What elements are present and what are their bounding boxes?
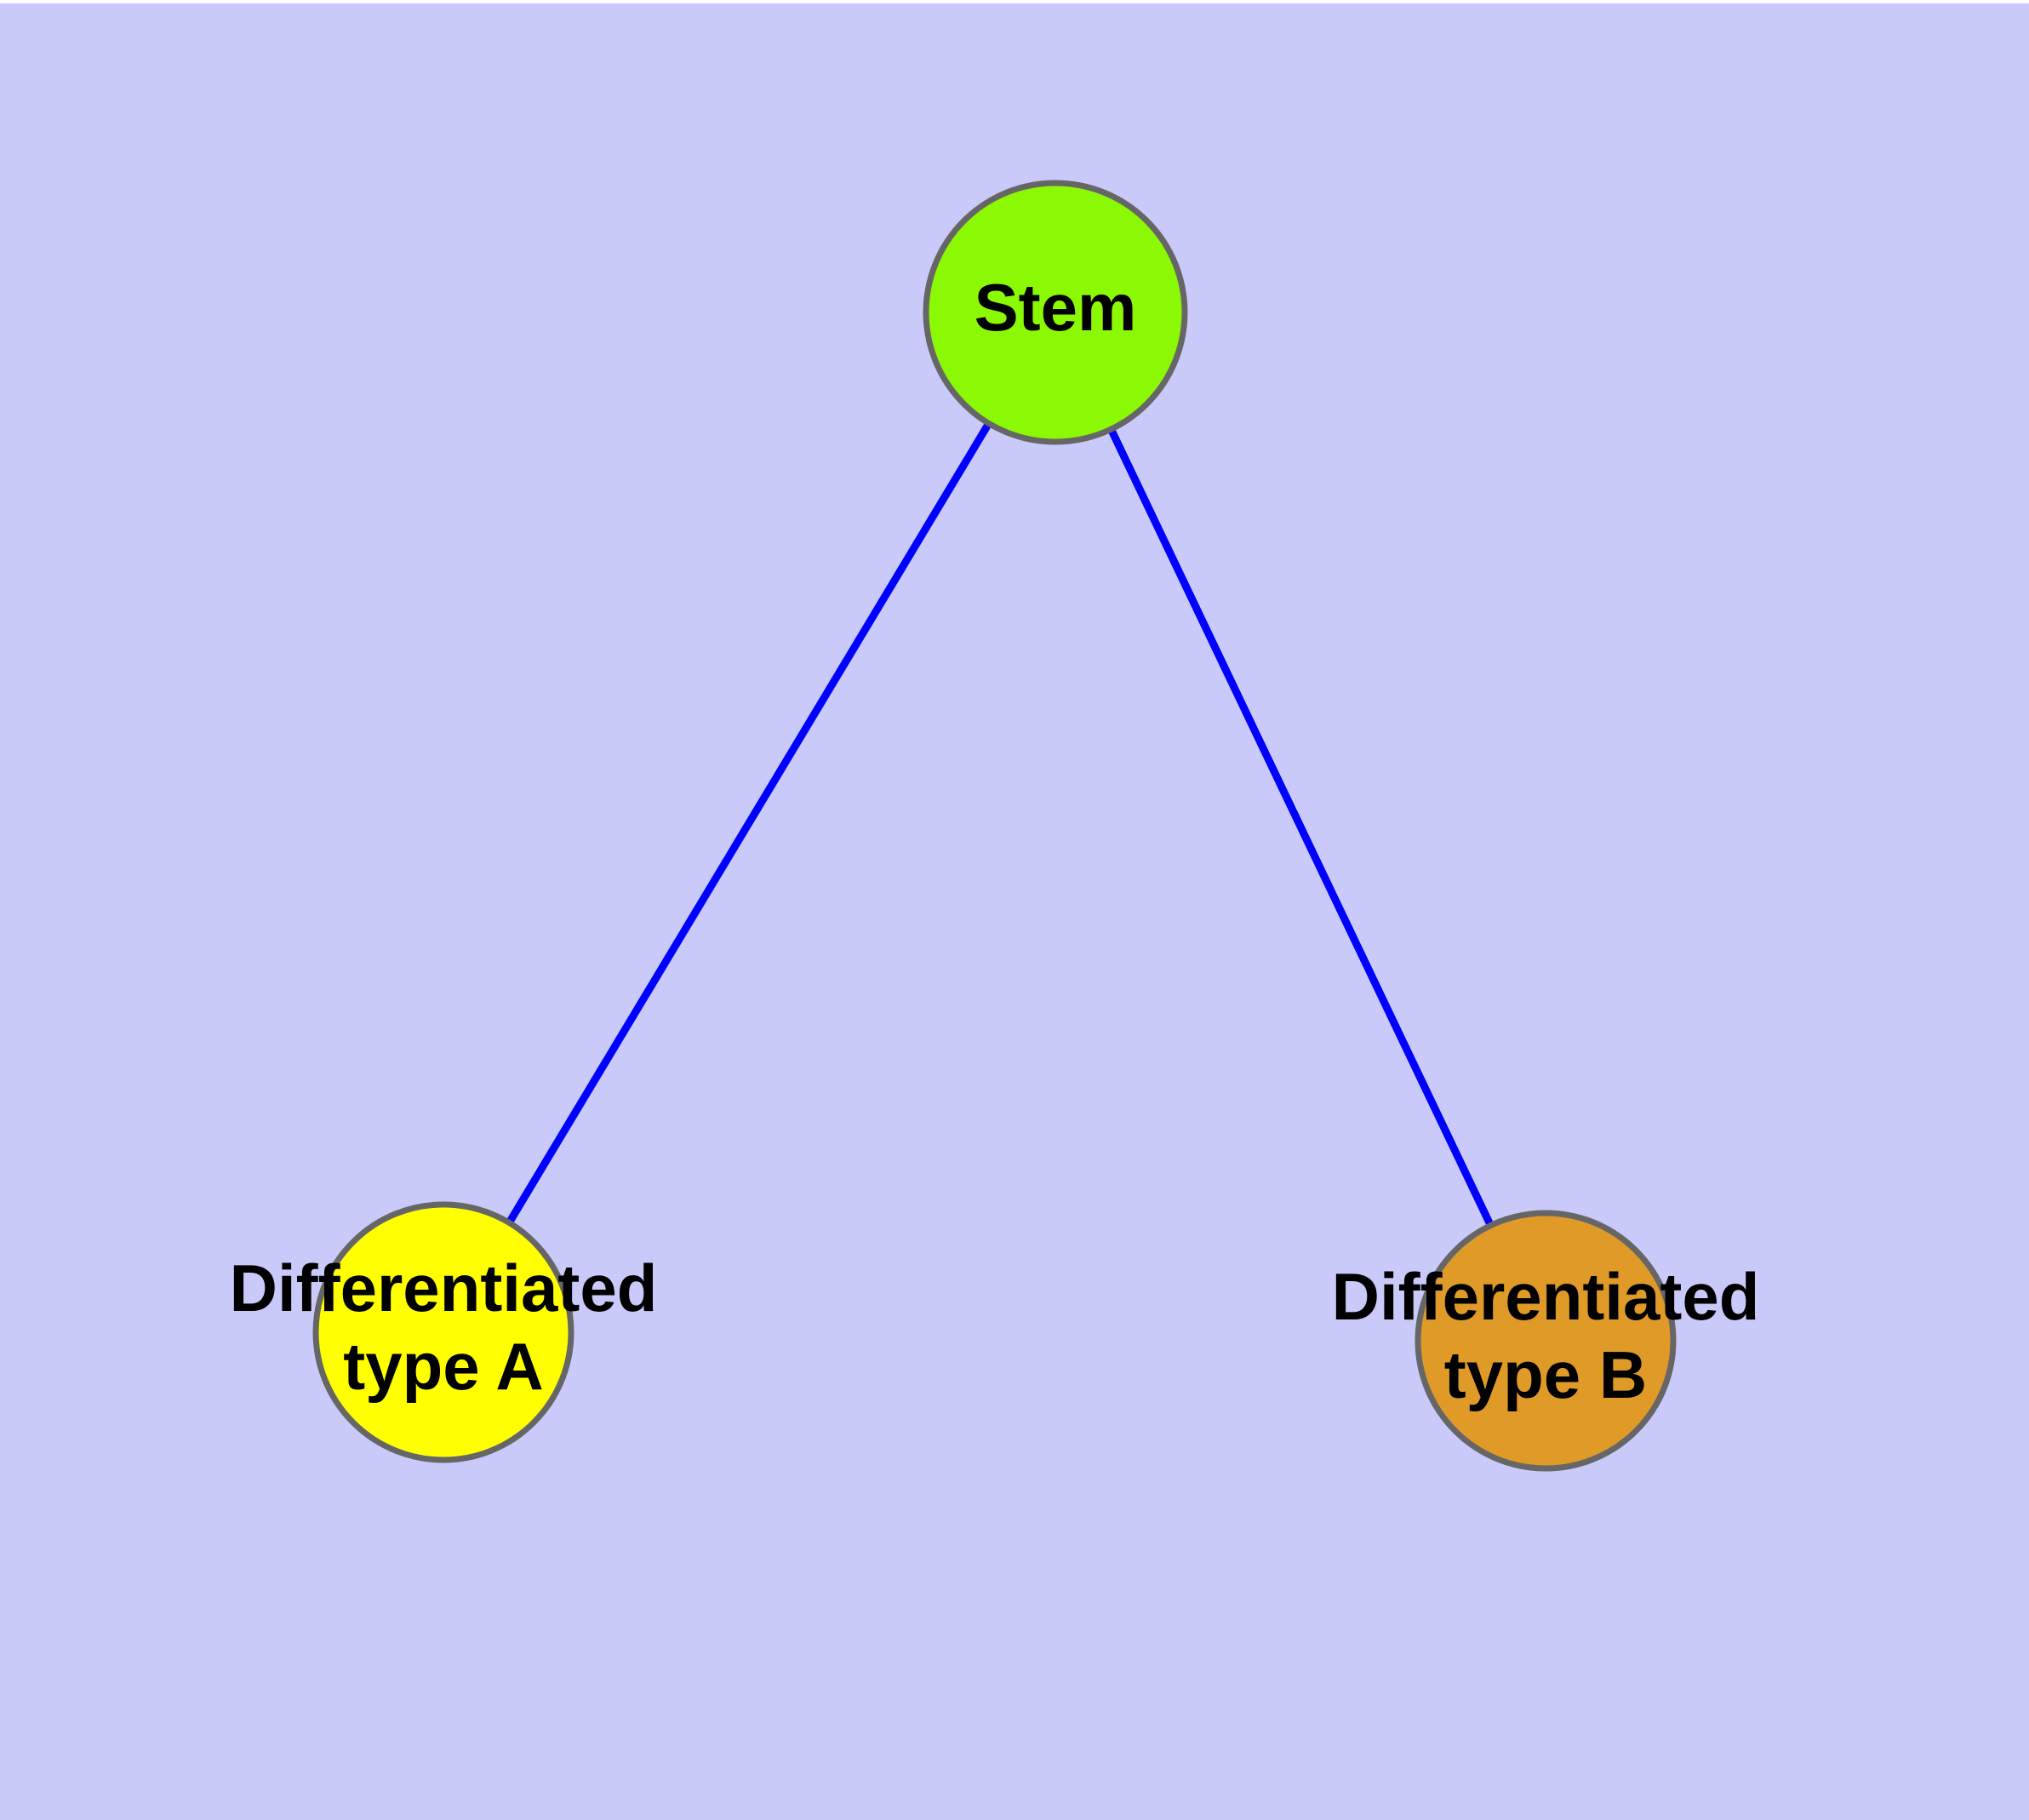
node-layer [312,180,1677,1472]
node-label-stem: Stem [974,270,1137,345]
graph-edge [1107,427,1495,1228]
edge-layer [506,421,1495,1228]
graph-edge [506,421,992,1225]
node-label-line: Differentiated [230,1251,658,1325]
node-label-line: type A [343,1329,544,1404]
node-label-line: Stem [974,270,1137,345]
graph-node-diff_a[interactable] [312,1201,574,1463]
graph-node-diff_b[interactable] [1415,1210,1677,1472]
node-label-line: type B [1444,1337,1647,1412]
node-label-line: Differentiated [1332,1259,1760,1334]
graph-node-stem[interactable] [923,180,1188,445]
